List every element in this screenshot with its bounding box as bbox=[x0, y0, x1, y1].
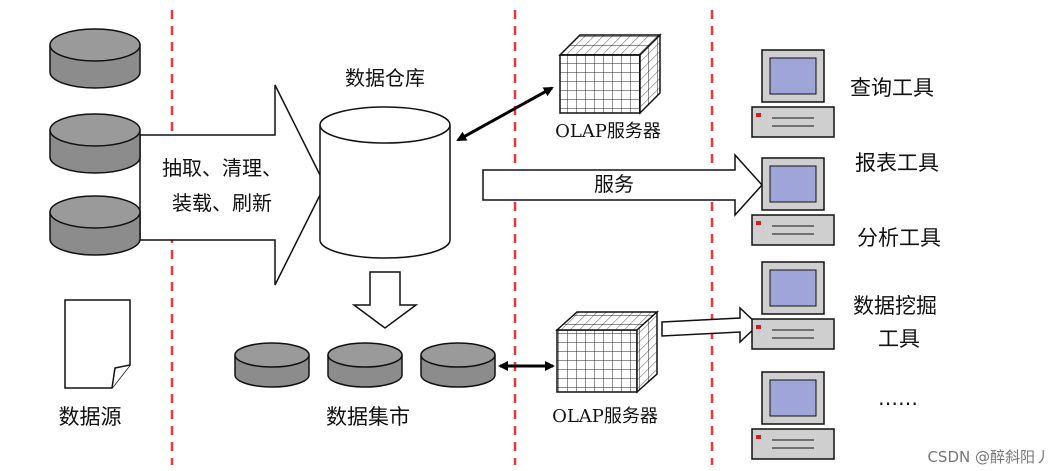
tool-label-more: …… bbox=[878, 386, 918, 410]
tool-label-mining: 数据挖掘 bbox=[853, 294, 937, 318]
tool-label-query: 查询工具 bbox=[850, 76, 934, 100]
datamart-disk-1 bbox=[234, 342, 310, 388]
watermark: CSDN @醉斜阳丿 bbox=[927, 448, 1050, 466]
etl-label-line1: 抽取、清理、 bbox=[162, 156, 282, 180]
computer-icon-1 bbox=[751, 49, 835, 138]
service-arrow bbox=[482, 153, 764, 217]
tool-label-analysis: 分析工具 bbox=[857, 226, 941, 250]
olap-cube-bottom bbox=[555, 310, 659, 394]
service-label: 服务 bbox=[594, 172, 634, 196]
datamart-disk-3 bbox=[420, 342, 496, 388]
computer-icon-4 bbox=[751, 371, 835, 460]
tool-label-mining-2: 工具 bbox=[878, 327, 920, 351]
olap-bottom-label: OLAP服务器 bbox=[552, 406, 658, 427]
olap-top-label: OLAP服务器 bbox=[555, 121, 661, 142]
down-arrow bbox=[351, 271, 419, 329]
source-disk-2 bbox=[49, 113, 141, 174]
etl-label-line2: 装载、刷新 bbox=[172, 191, 272, 215]
computer-icon-2 bbox=[751, 157, 835, 246]
warehouse-olap-link bbox=[456, 86, 554, 142]
source-label: 数据源 bbox=[59, 405, 122, 429]
source-disk-3 bbox=[49, 195, 141, 256]
datamart-disk-2 bbox=[327, 342, 403, 388]
bottom-olap-arrow bbox=[661, 306, 760, 344]
document-icon bbox=[64, 299, 131, 389]
warehouse-label: 数据仓库 bbox=[345, 66, 425, 90]
datamart-label: 数据集市 bbox=[326, 405, 410, 429]
olap-cube-top bbox=[558, 33, 662, 115]
warehouse-cylinder bbox=[319, 106, 451, 259]
tool-label-report: 报表工具 bbox=[855, 151, 939, 175]
source-disk-1 bbox=[49, 28, 141, 89]
computer-icon-3 bbox=[751, 261, 835, 350]
etl-arrow bbox=[139, 84, 326, 286]
